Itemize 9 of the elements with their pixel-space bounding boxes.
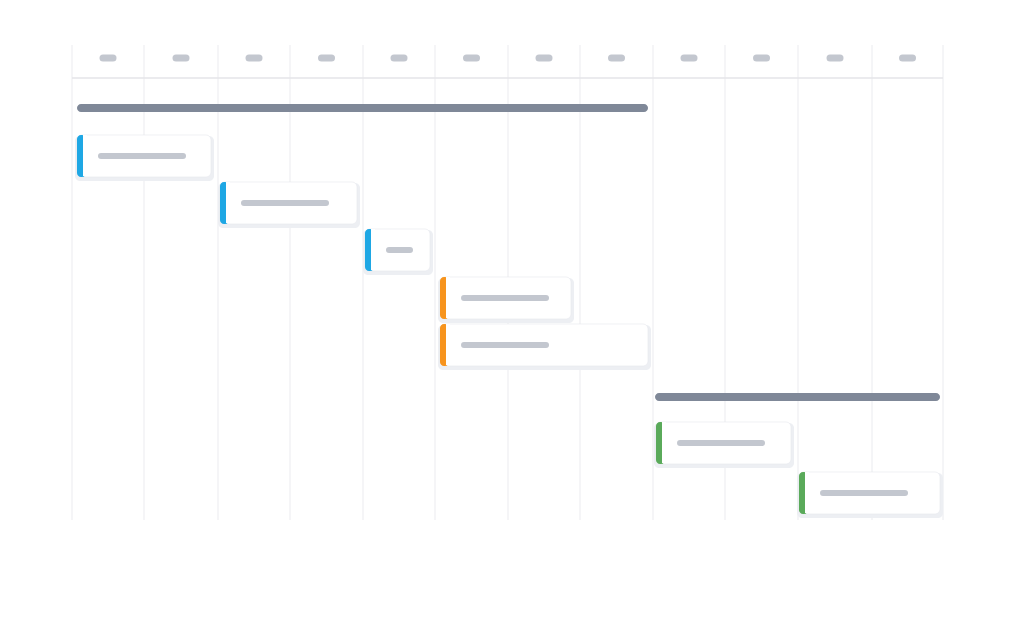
summary-bar [655,393,940,401]
task-card [438,276,574,323]
summary-bar [77,104,648,112]
task-card [797,471,943,518]
task-card [654,421,794,468]
task-card [218,181,360,228]
task-card [363,228,433,275]
task-card [75,134,214,181]
task-card [438,323,651,370]
